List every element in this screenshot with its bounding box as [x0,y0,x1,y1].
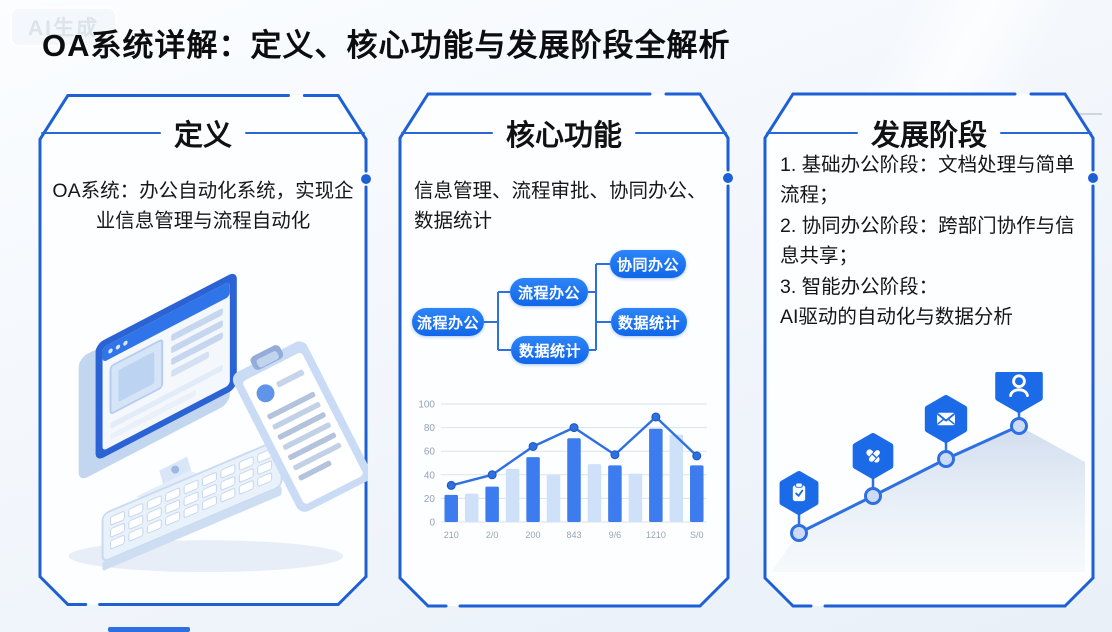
x-tick-label: 9/6 [609,530,622,540]
milestone-hex [995,372,1043,413]
frame-dot [723,173,733,183]
trend-point [487,470,497,480]
title-flank-line [401,131,493,135]
stages-list: 1. 基础办公阶段：文档处理与简单流程； 2. 协同办公阶段：跨部门协作与信息共享… [780,150,1087,332]
stage-item: AI驱动的自动化与数据分析 [780,306,1013,329]
computer-illustration [68,273,368,573]
pills-icon [866,449,881,463]
svg-text:100: 100 [418,400,435,411]
person-icon [1009,374,1029,398]
title-flank-line [245,131,366,135]
definition-body: OA系统：办公自动化系统，实现企业信息管理与流程自动化 [52,179,354,232]
bar-dark [485,486,499,522]
document-avatar [256,384,275,403]
x-tick-label: S/0 [690,530,704,540]
title-side-dash [1058,113,1102,115]
bar-light [628,473,643,522]
core-functions-body: 信息管理、流程审批、协同办公、数据统计 [414,179,707,232]
panel-core-functions: 核心功能 信息管理、流程审批、协同办公、数据统计 流程办公 流程办公 数据统计 … [398,92,733,608]
milestone-node [1010,417,1028,435]
svg-text:80: 80 [424,423,436,434]
trend-point [528,441,538,451]
area-fill [771,426,1085,572]
clipboard-check-icon [792,482,806,502]
svg-text:60: 60 [424,447,436,458]
x-tick-label: 200 [526,530,541,540]
milestone-node [864,487,882,505]
growth-line [798,424,1020,535]
bar-light [669,434,684,522]
panel-definition: 定义 OA系统：办公自动化系统，实现企业信息管理与流程自动化 [38,92,371,608]
x-tick-label: 1210 [646,530,666,540]
flowchart-connectors [484,263,611,351]
x-tick-label: 843 [566,530,581,540]
bar-dark [690,465,704,522]
bar-dark [649,428,663,522]
trend-point [610,450,620,460]
flow-node-mid-top: 流程办公 [510,278,588,306]
bar-dark [444,494,458,522]
milestone-hex [779,471,819,515]
keyboard-keys [110,448,273,550]
panel-stages: 发展阶段 1. 基础办公阶段：文档处理与简单流程； 2. 协同办公阶段：跨部门协作… [763,92,1098,608]
ai-generated-watermark: AI生成 [10,7,117,47]
document-lines [267,391,342,481]
bar-light [505,468,520,522]
milestone-hex [924,395,968,443]
trend-point [692,451,702,461]
x-tick-label: 2/0 [486,530,499,540]
milestone-node [937,450,955,468]
trend-point [446,480,456,490]
clipboard-icon [232,341,368,512]
mail-icon [937,412,955,426]
svg-text:0: 0 [429,518,435,529]
stage-item: 3. 智能办公阶段： [780,275,939,298]
milestone-node [790,524,808,542]
keyboard-icon [101,439,283,571]
bar-dark [608,465,622,522]
monitor-icon [78,273,237,511]
title-flank-line [635,131,728,135]
panel-title: 发展阶段 [871,120,988,152]
functions-chart: 0 20 40 60 80 100 210 2/0 200 843 9/6 1210 S/0 [418,400,707,540]
milestone-hex [852,433,894,479]
bar-light [546,474,561,522]
stages-chart [771,372,1085,572]
page-title: OA系统详解：定义、核心功能与发展阶段全解析 [42,28,731,63]
flow-node-mid-bottom: 数据统计 [511,336,589,364]
trend-point [569,423,579,433]
panel-title: 定义 [174,120,233,152]
title-flank-line [1000,131,1093,135]
bar-light [464,493,479,522]
stage-item: 2. 协同办公阶段：跨部门协作与信息共享； [780,214,1075,268]
x-tick-label: 210 [444,530,459,540]
svg-text:40: 40 [424,470,436,481]
trend-point [651,412,661,422]
flow-node-root: 流程办公 [412,308,484,336]
bar-dark [526,457,540,522]
title-flank-line [766,131,858,135]
bar-light [587,464,602,522]
frame-dot [1088,173,1098,183]
functions-flowchart: 流程办公 流程办公 数据统计 协同办公 数据统计 [398,242,730,388]
flow-node-right-top: 协同办公 [610,250,686,278]
title-flank-line [41,131,161,135]
stage-item: 1. 基础办公阶段：文档处理与简单流程； [780,154,1075,207]
bar-dark [567,438,581,522]
panel-title: 核心功能 [506,120,623,152]
frame-dot [361,174,371,185]
flow-node-right-bottom: 数据统计 [611,308,687,336]
bottom-edge-accent [108,627,190,632]
svg-text:20: 20 [424,494,436,505]
